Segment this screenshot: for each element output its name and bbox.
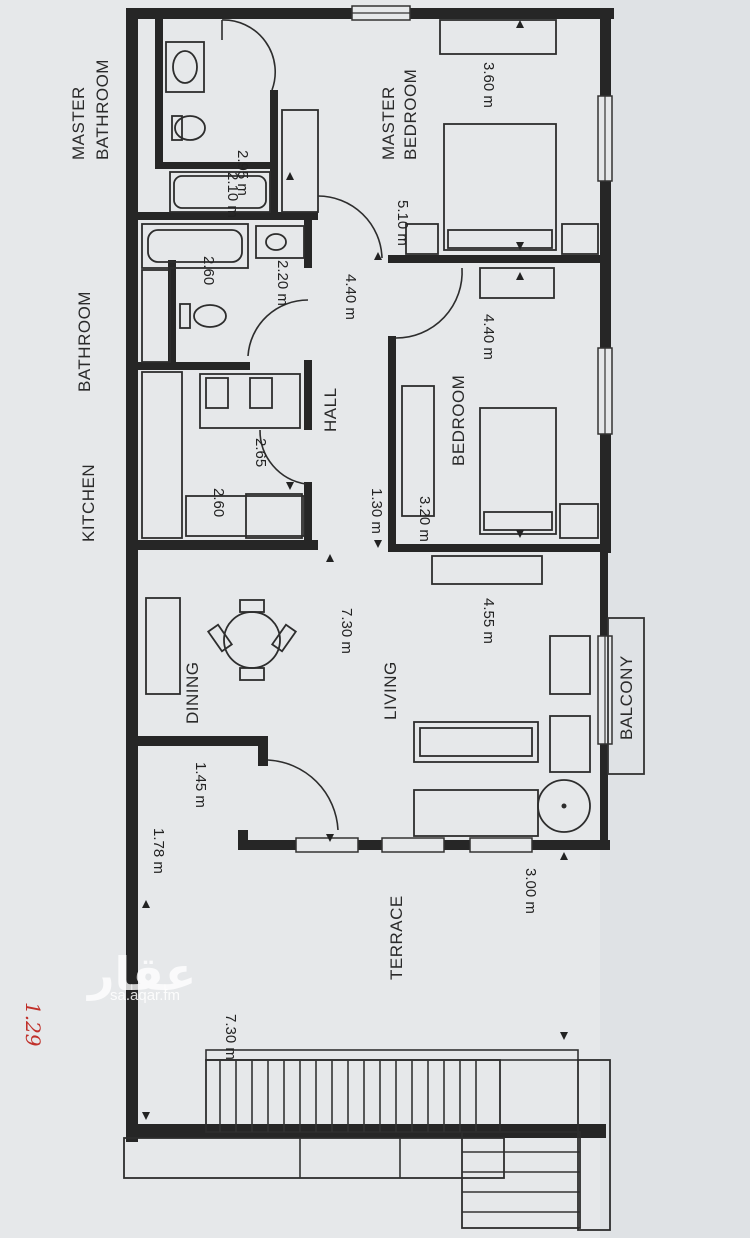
dim-bath-width: 2.60 bbox=[200, 256, 217, 285]
handwritten-note: 1.29 bbox=[21, 1002, 45, 1047]
dim-terrace-length: 7.30 m bbox=[222, 1014, 239, 1060]
label-balcony: BALCONY bbox=[617, 655, 636, 740]
dim-living-width: 4.55 m bbox=[480, 598, 497, 644]
interior-walls bbox=[138, 14, 602, 1061]
dim-entry-length: 1.45 m bbox=[192, 762, 209, 808]
dim-master-bath-length: 2.95 m bbox=[234, 150, 251, 196]
dim-master-bed-length: 5.10 m bbox=[394, 200, 411, 246]
paper-shade bbox=[600, 0, 750, 1238]
dim-bath-length: 2.20 m bbox=[274, 260, 291, 306]
dim-hall-width: 1.30 m bbox=[368, 488, 385, 534]
label-living: LIVING bbox=[381, 661, 400, 720]
master-bathroom-fixtures bbox=[165, 41, 319, 213]
label-master-bedroom: MASTER BEDROOM bbox=[379, 69, 420, 160]
label-kitchen: KITCHEN bbox=[79, 464, 98, 542]
label-master-bathroom: MASTER BATHROOM bbox=[69, 59, 112, 160]
dimension-markers bbox=[142, 20, 568, 1120]
watermark: عقار sa.aqar.fm bbox=[86, 947, 196, 1004]
dim-bedroom-width: 3.20 m bbox=[416, 496, 433, 542]
watermark-url: sa.aqar.fm bbox=[110, 987, 180, 1004]
dim-living-length: 7.30 m bbox=[338, 608, 355, 654]
door-swings bbox=[221, 19, 463, 831]
dim-bedroom-length: 4.40 m bbox=[480, 314, 497, 360]
kitchen-fixtures bbox=[141, 371, 305, 539]
balcony bbox=[607, 617, 645, 775]
label-dining: DINING bbox=[183, 662, 202, 725]
label-bedroom: BEDROOM bbox=[449, 375, 468, 466]
staircase bbox=[123, 1059, 611, 1231]
label-terrace: TERRACE bbox=[387, 895, 406, 980]
living-dining-furniture bbox=[145, 555, 591, 837]
dim-hall-length: 4.40 m bbox=[342, 274, 359, 320]
dim-terrace-width: 3.00 m bbox=[522, 868, 539, 914]
watermark-logo: عقار bbox=[86, 947, 196, 1001]
dim-kitchen-width: 2.60 bbox=[210, 488, 227, 517]
dim-master-bath-width: 2.10 m bbox=[224, 172, 241, 218]
label-bathroom: BATHROOM bbox=[75, 291, 94, 392]
dim-master-bed-width: 3.60 m bbox=[480, 62, 497, 108]
label-hall: HALL bbox=[321, 387, 340, 432]
bathroom-fixtures bbox=[141, 223, 305, 363]
dim-entry-width: 1.78 m bbox=[150, 828, 167, 874]
dim-kitchen-length: 2.65 bbox=[252, 438, 269, 467]
master-bedroom-furniture bbox=[405, 19, 599, 255]
